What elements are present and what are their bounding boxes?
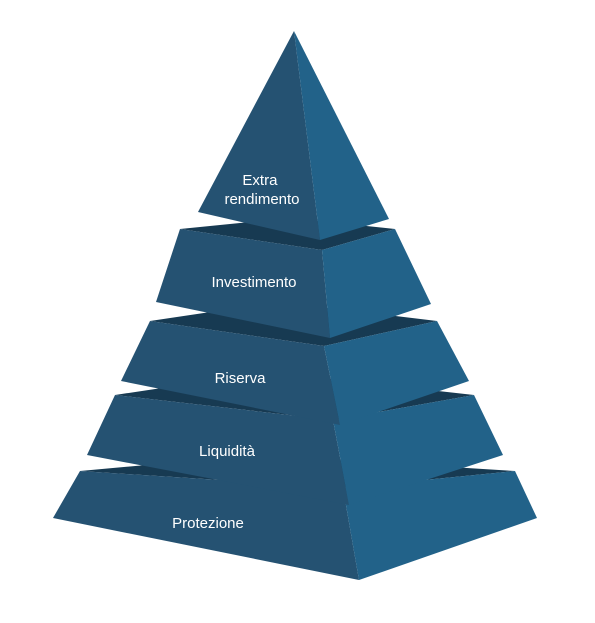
pyramid-tier-1: Extra rendimento (198, 31, 389, 240)
tier-5-label-line-1: Protezione (172, 515, 244, 532)
tier-1-label-line-2: rendimento (224, 191, 299, 208)
tier-3-label: Riserva (215, 370, 267, 387)
tier-5-right-face (343, 471, 537, 580)
tier-4-label: Liquidità (199, 443, 256, 460)
tier-5-left-face (53, 471, 359, 580)
tier-4-label-line-1: Liquidità (199, 443, 256, 460)
tier-1-label: Extra rendimento (224, 172, 299, 208)
tier-5-label: Protezione (172, 515, 244, 532)
tier-2-label: Investimento (211, 274, 296, 291)
tier-1-left-face (198, 31, 320, 240)
tier-2-right-face (322, 229, 431, 338)
tier-2-left-face (156, 229, 330, 338)
tier-4-left-face (87, 395, 349, 505)
tier-4-right-face (333, 395, 503, 505)
tier-3-left-face (121, 321, 340, 425)
tier-3-label-line-1: Riserva (215, 370, 267, 387)
tier-3-right-face (324, 321, 469, 425)
tier-1-right-face (294, 31, 389, 240)
tier-1-label-line-1: Extra (242, 172, 278, 189)
tier-2-label-line-1: Investimento (211, 274, 296, 291)
pyramid-tier-2: Investimento (156, 218, 431, 338)
